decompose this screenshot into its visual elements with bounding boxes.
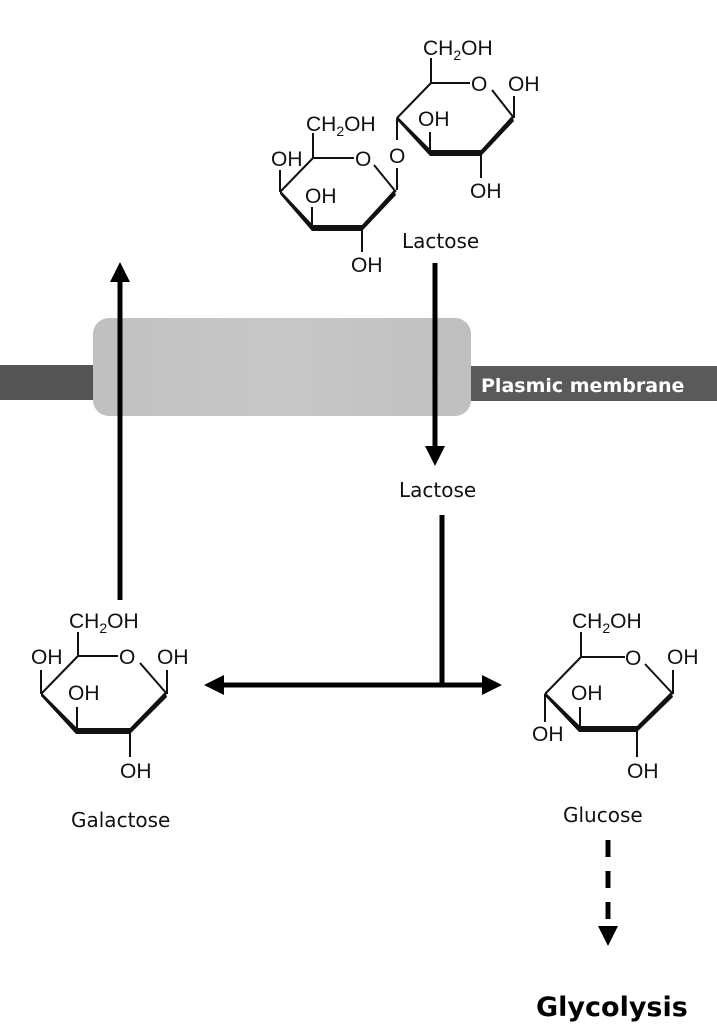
glucose-oh: OH: [571, 682, 603, 705]
lactose-permease-transporter: [93, 318, 471, 416]
glucose-label: Glucose: [563, 803, 643, 827]
galactose-oh: OH: [157, 646, 189, 669]
galactose-structure: CH2OH O OH OH OH OH Galactose: [31, 610, 189, 832]
lactose-outside-structure: CH2OH O OH OH OH O CH2OH O OH OH OH La: [271, 37, 540, 277]
lactose-outside-label: Lactose: [402, 229, 479, 253]
lactose-ring-a-ring-oxygen: O: [355, 148, 371, 171]
lactose-ring-b-oh: OH: [470, 180, 502, 203]
lactose-ring-a-oh: OH: [305, 185, 337, 208]
lactose-galactose-ring: CH2OH O OH OH OH: [271, 113, 397, 277]
membrane-bar-left: [0, 365, 100, 400]
membrane-bar-right: [465, 366, 717, 401]
glucose-structure: CH2OH O OH OH OH OH Glucose: [532, 610, 699, 827]
lactose-ring-b-oh: OH: [508, 73, 540, 96]
lactose-ring-a-oh: OH: [351, 254, 383, 277]
lactose-ring-b-ch2oh: CH2OH: [423, 37, 493, 63]
galactose-oh: OH: [31, 646, 63, 669]
lactose-glucose-ring: CH2OH O OH OH OH: [396, 37, 540, 203]
glucose-ch2oh: CH2OH: [572, 610, 642, 636]
lactose-ring-b-oh: OH: [418, 108, 450, 131]
plasma-membrane: Plasmic membrane: [0, 318, 717, 416]
galactose-ring-oxygen: O: [119, 646, 135, 669]
glycolysis-label: Glycolysis: [536, 992, 688, 1023]
galactose-oh: OH: [68, 682, 100, 705]
glucose-ring-oxygen: O: [625, 647, 641, 670]
lactose-ring-a-ch2oh: CH2OH: [306, 113, 376, 139]
galactose-label: Galactose: [71, 808, 170, 832]
lactose-ring-a-oh: OH: [271, 148, 303, 171]
lactose-inside-label: Lactose: [399, 478, 476, 502]
galactose-oh: OH: [120, 760, 152, 783]
glycosidic-oxygen: O: [389, 145, 405, 168]
membrane-label: Plasmic membrane: [481, 375, 684, 397]
glucose-oh: OH: [627, 760, 659, 783]
galactose-ch2oh: CH2OH: [69, 610, 139, 636]
lactose-ring-b-ring-oxygen: O: [471, 73, 487, 96]
glucose-oh: OH: [667, 646, 699, 669]
glucose-oh: OH: [532, 723, 564, 746]
